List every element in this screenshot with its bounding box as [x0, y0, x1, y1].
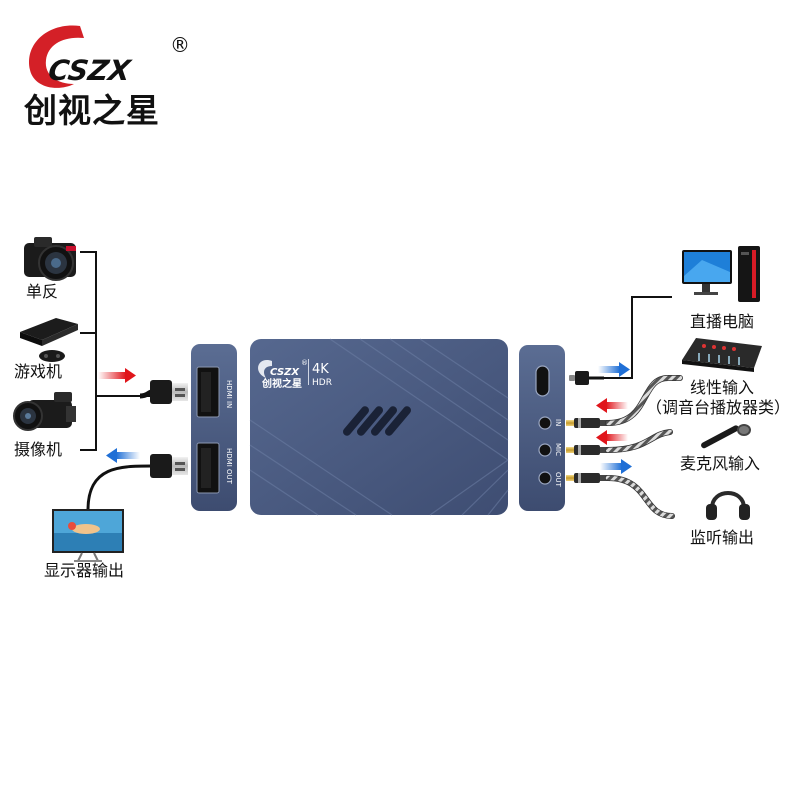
game-console-icon	[20, 318, 78, 362]
label-live-pc: 直播电脑	[690, 312, 754, 331]
device-right-panel: IN MIC OUT	[519, 345, 565, 511]
mic-arrow	[596, 430, 628, 445]
label-monitor-out: 监听输出	[690, 528, 754, 547]
device-registered-mark: ®	[301, 359, 308, 367]
port-label-mic: MIC	[554, 443, 562, 456]
port-label-out: OUT	[554, 472, 562, 488]
device-brand-name: 创视之星	[261, 377, 302, 390]
label-line-input: 线性输入	[690, 378, 754, 397]
desktop-pc-icon	[682, 246, 760, 302]
headphones-icon	[706, 491, 750, 520]
microphone-icon	[701, 424, 751, 449]
device-badge-4k: 4K	[312, 362, 329, 377]
brand-swoosh-icon	[29, 25, 84, 88]
label-dslr: 单反	[26, 282, 58, 301]
monitor-icon	[52, 509, 124, 562]
brand-logo: CSZX ®	[29, 25, 190, 88]
hdmi-in-cable	[139, 380, 188, 404]
label-monitor-output: 显示器输出	[44, 561, 124, 580]
label-mic-input: 麦克风输入	[680, 454, 760, 473]
port-label-hdmi-out: HDMI OUT	[225, 448, 233, 485]
port-label-hdmi-in: HDMI IN	[225, 380, 233, 408]
left-bracket-lines	[80, 251, 150, 451]
audio-plug-out	[566, 473, 608, 483]
pc-connection-line	[604, 296, 672, 379]
mixer-icon	[682, 338, 762, 372]
device-top: CSZX ® 创视之星 4K HDR	[249, 338, 509, 516]
audio-plug-mic	[566, 445, 608, 455]
brand-logo-mark: CSZX	[46, 54, 133, 87]
label-line-input-sub: （调音台播放器类）	[646, 398, 790, 417]
label-game-console: 游戏机	[14, 362, 62, 381]
monitor-out-arrow	[600, 459, 632, 474]
braided-cables	[605, 375, 683, 519]
device-left-panel: HDMI IN HDMI OUT	[191, 344, 237, 511]
label-camcorder: 摄像机	[14, 440, 62, 459]
hdmi-out-arrow	[106, 448, 140, 463]
port-label-in: IN	[554, 419, 562, 426]
usb-c-arrow	[598, 362, 630, 377]
line-in-arrow	[596, 398, 628, 413]
brand-registered-mark: ®	[170, 33, 190, 57]
audio-plug-line-in	[566, 418, 608, 428]
device-badge-hdr: HDR	[312, 378, 332, 388]
hdmi-out-cable	[86, 454, 188, 511]
hdmi-in-arrow	[98, 368, 136, 383]
brand-name: 创视之星	[24, 91, 160, 130]
device-logo-mark: CSZX	[270, 367, 300, 378]
dslr-camera-icon	[24, 237, 76, 281]
usb-c-cable	[569, 371, 604, 385]
camcorder-icon	[13, 392, 76, 431]
